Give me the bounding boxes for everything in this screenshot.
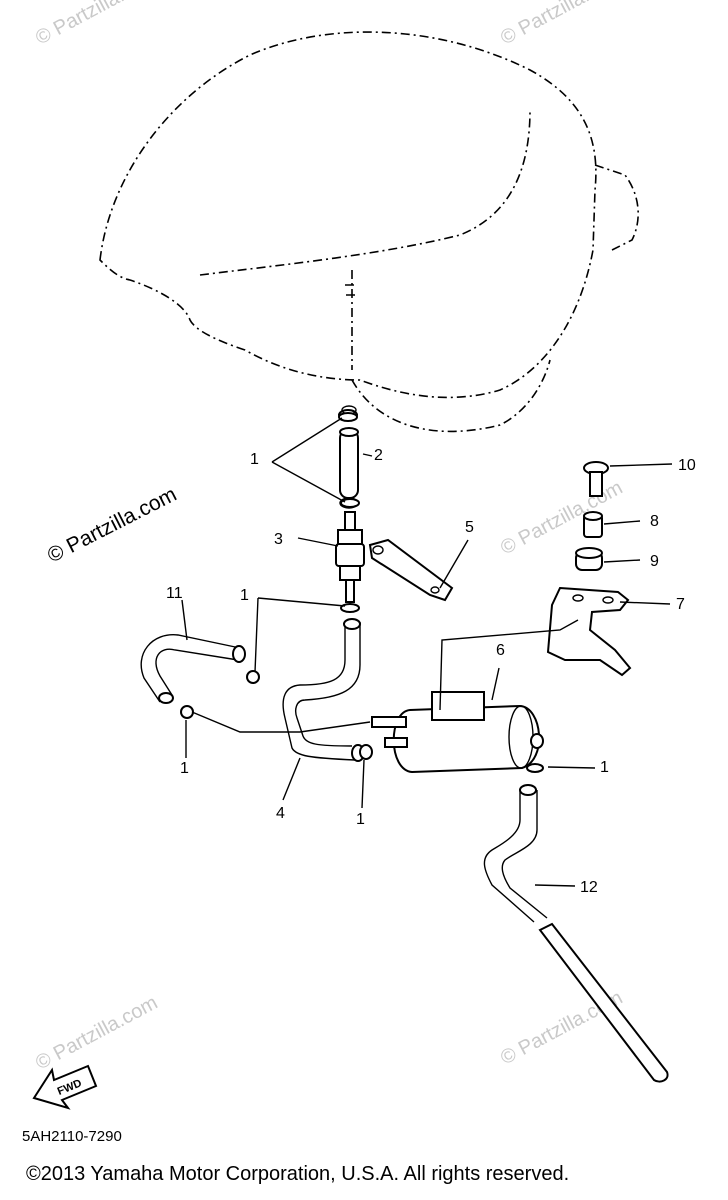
callout-3: 3: [274, 531, 283, 548]
part-4-hose: [282, 618, 365, 762]
callout-2: 2: [374, 447, 383, 464]
part-5-bracket: [368, 538, 454, 602]
fwd-arrow-icon: FWD: [32, 1064, 98, 1110]
callout-1c: 1: [180, 760, 189, 777]
callout-1e: 1: [356, 811, 365, 828]
callout-1a: 1: [250, 451, 259, 468]
part-10-bolt: [583, 461, 609, 497]
callout-6: 6: [496, 642, 505, 659]
callout-1d: 1: [600, 759, 609, 776]
callout-11: 11: [166, 585, 183, 602]
drawing-number: 5AH2110-7290: [22, 1128, 122, 1145]
callout-4: 4: [276, 805, 285, 822]
watermarks: © Partzilla.com © Partzilla.com © Partzi…: [32, 0, 626, 1074]
callout-8: 8: [650, 513, 659, 530]
leader-lines: [181, 417, 673, 887]
part-3-fuel-filter: [335, 511, 365, 603]
clamps: [180, 412, 544, 773]
watermark-main: © Partzilla.com: [44, 483, 181, 568]
watermark-top-right: © Partzilla.com: [497, 0, 626, 49]
callout-10: 10: [678, 457, 696, 474]
watermark-bottom-left: © Partzilla.com: [32, 992, 161, 1075]
watermark-mid-right: © Partzilla.com: [497, 477, 626, 560]
callout-7: 7: [676, 596, 685, 613]
copyright-notice: ©2013 Yamaha Motor Corporation, U.S.A. A…: [26, 1163, 570, 1185]
fuel-tank: [99, 31, 639, 433]
part-12-hose: [483, 784, 669, 1083]
part-11-hose: [140, 634, 246, 704]
part-7-bracket: [546, 586, 632, 677]
callout-12: 12: [580, 879, 598, 896]
part-9-grommet: [575, 547, 603, 571]
callout-9: 9: [650, 553, 659, 570]
part-6-canister: [371, 691, 544, 774]
watermark-top-left: © Partzilla.com: [32, 0, 161, 49]
callout-1b: 1: [240, 587, 249, 604]
callout-labels: 1 2 3 5 10 8 9 7 11 1 6 1 1 4 1 12: [166, 447, 696, 896]
part-8-collar: [583, 511, 603, 538]
callout-5: 5: [465, 519, 474, 536]
